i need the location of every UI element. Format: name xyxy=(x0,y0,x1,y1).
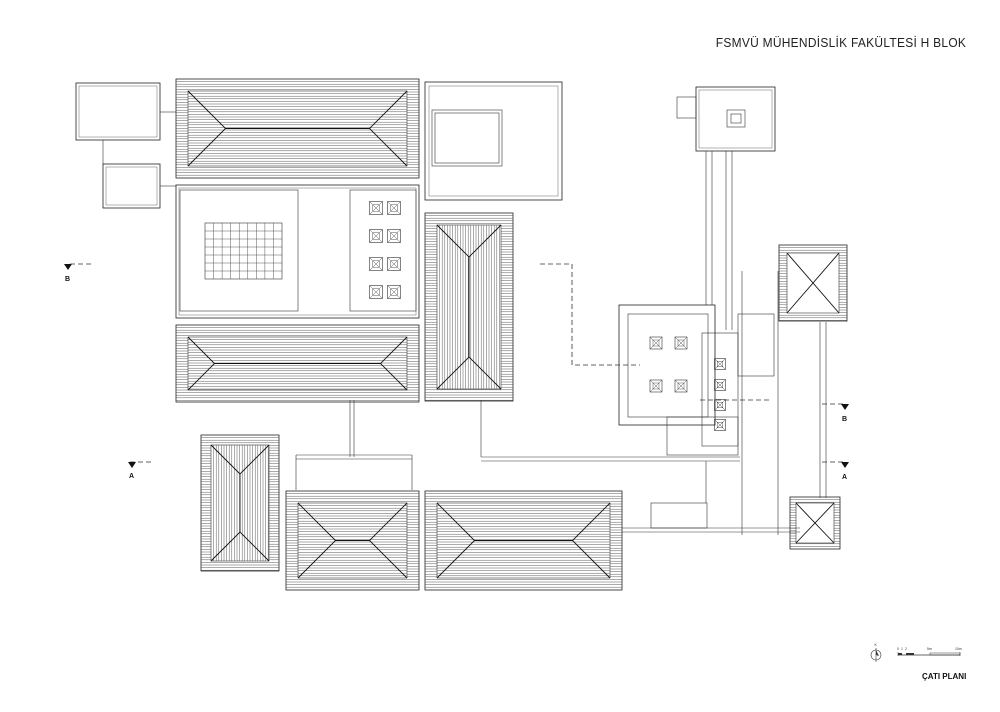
roof-lantern-icon xyxy=(649,379,663,393)
roof-lantern-icon xyxy=(369,257,383,271)
scale-label-10m: 10m xyxy=(955,647,962,651)
roof-lantern-icon xyxy=(369,229,383,243)
section-marker-b-right: B xyxy=(841,404,849,423)
roof-lantern-icon xyxy=(674,336,688,350)
section-label: B xyxy=(65,276,70,283)
hipped-roofs xyxy=(175,78,848,591)
roof-lantern-icon xyxy=(714,358,726,370)
section-label: B xyxy=(842,416,847,423)
roof-lantern-icon xyxy=(387,257,401,271)
hipped-roof xyxy=(424,212,514,402)
north-arrow-icon: K xyxy=(870,643,882,662)
plan-name: ÇATI PLANI xyxy=(922,672,967,681)
roof-lantern-icon xyxy=(369,285,383,299)
building-walls xyxy=(75,81,827,535)
roof-lantern-icon xyxy=(714,399,726,411)
hipped-roof xyxy=(175,78,420,179)
hipped-roof xyxy=(175,324,420,403)
roof-lantern-icon xyxy=(387,229,401,243)
scale-bar: 0 1 2 5m 10m xyxy=(897,647,962,656)
north-label: K xyxy=(875,643,878,647)
roof-lantern-icon xyxy=(649,336,663,350)
section-marker-b-left: B xyxy=(64,264,72,283)
roof-lantern-icon xyxy=(674,379,688,393)
hipped-roof xyxy=(285,490,420,591)
hipped-roof xyxy=(789,496,841,550)
roof-lantern-icon xyxy=(387,285,401,299)
scale-label-2: 2 xyxy=(905,647,907,651)
section-label: A xyxy=(129,473,134,480)
hipped-roof xyxy=(200,434,280,572)
sheet-title: FSMVÜ MÜHENDİSLİK FAKÜLTESİ H BLOK xyxy=(715,35,966,50)
section-marker-a-right: A xyxy=(841,462,849,481)
roof-lantern-icon xyxy=(369,201,383,215)
hipped-roof xyxy=(424,490,623,591)
skylight-grid xyxy=(204,222,283,280)
section-marker-a-left: A xyxy=(128,462,136,480)
hipped-roof xyxy=(778,244,848,322)
roof-lantern-icon xyxy=(714,379,726,391)
roof-lanterns xyxy=(369,201,726,431)
scale-label-5m: 5m xyxy=(927,647,932,651)
roof-lantern-icon xyxy=(714,419,726,431)
scale-label-0: 0 xyxy=(897,647,899,651)
roof-lantern-icon xyxy=(387,201,401,215)
section-label: A xyxy=(842,474,847,481)
scale-label-1: 1 xyxy=(901,647,903,651)
